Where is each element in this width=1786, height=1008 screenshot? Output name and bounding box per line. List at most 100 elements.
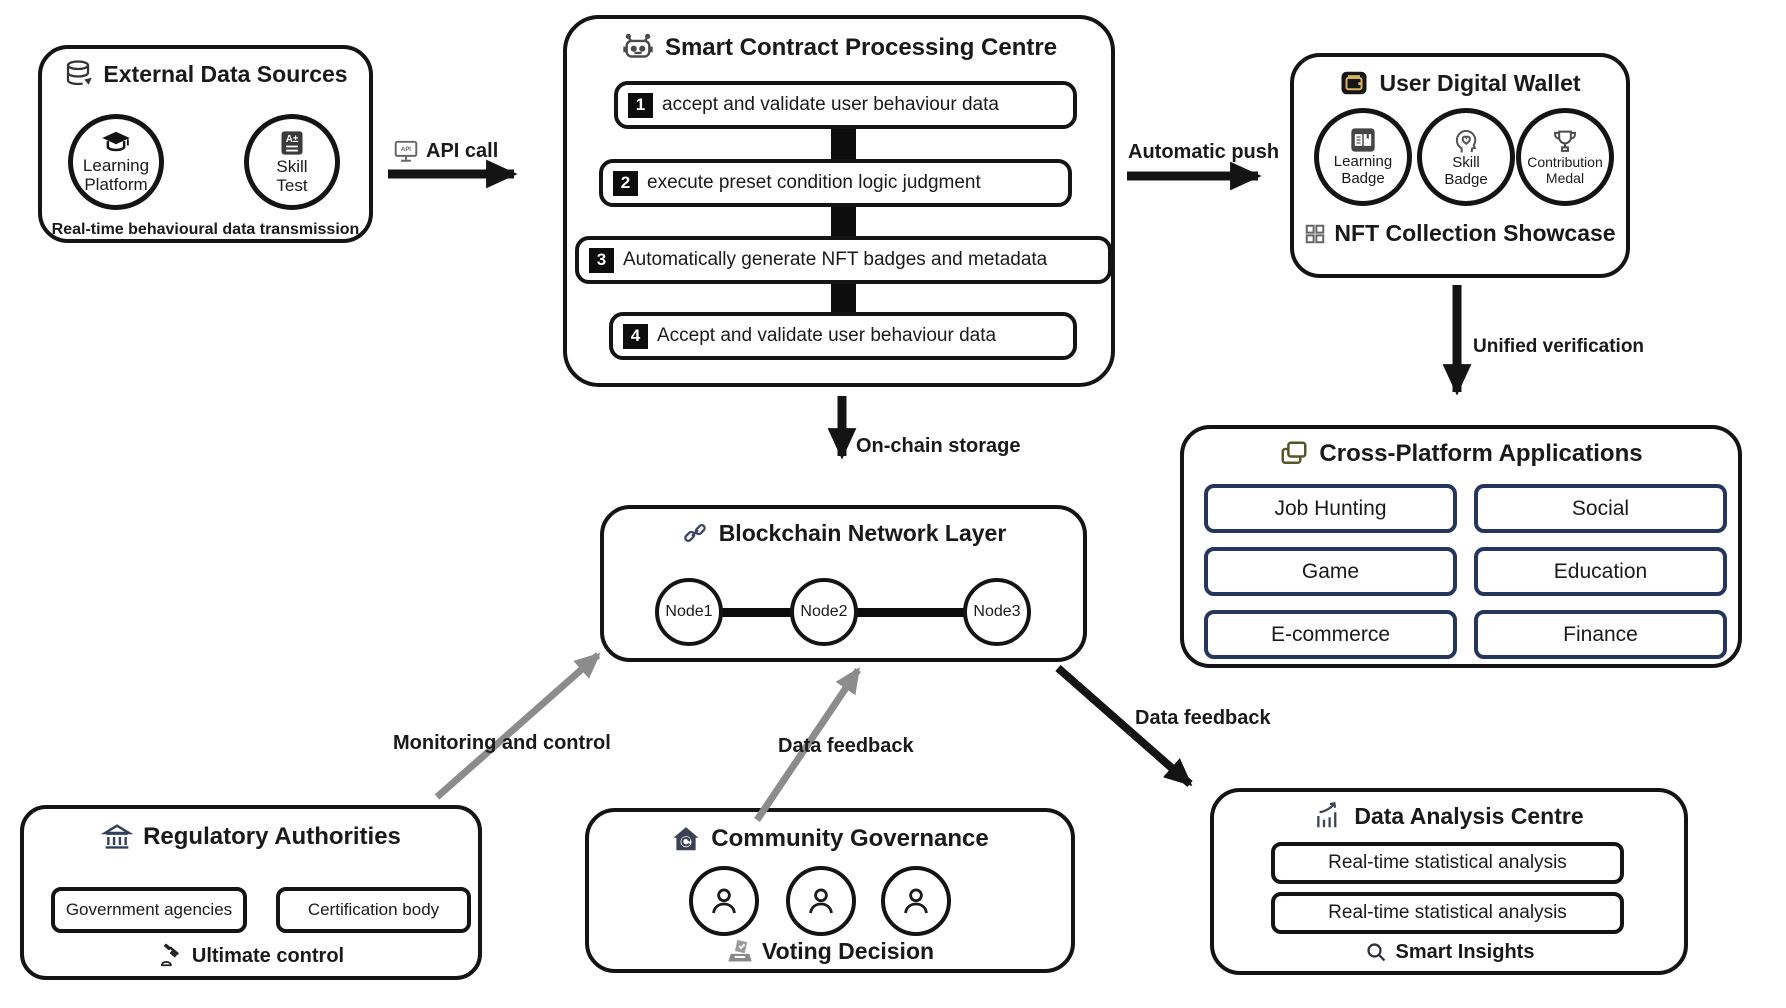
skill-badge-label-2: Badge bbox=[1444, 171, 1488, 188]
community-governance-box: Community Governance Voting Decision bbox=[585, 808, 1075, 973]
skill-test-label-2: Test bbox=[276, 176, 308, 195]
analysis-item-2: Real-time statistical analysis bbox=[1271, 892, 1624, 934]
nft-collection-caption: NFT Collection Showcase bbox=[1294, 220, 1626, 247]
external-caption: Real-time behavioural data transmission bbox=[51, 221, 360, 238]
exam-sheet-icon: A± bbox=[278, 129, 306, 157]
step-connector bbox=[831, 205, 856, 240]
voting-decision-caption: Voting Decision bbox=[589, 937, 1071, 965]
house-icon bbox=[671, 824, 701, 854]
step-3-number: 3 bbox=[589, 247, 614, 273]
data-analysis-title: Data Analysis Centre bbox=[1354, 802, 1584, 829]
skill-badge-label-1: Skill bbox=[1452, 154, 1480, 172]
learning-platform-label-2: Platform bbox=[84, 175, 148, 194]
node-connector bbox=[854, 608, 967, 617]
analysis-item-1: Real-time statistical analysis bbox=[1271, 842, 1624, 884]
blockchain-box: Blockchain Network Layer Node1 Node2 Nod… bbox=[600, 505, 1087, 662]
monitoring-and-control-label: Monitoring and control bbox=[393, 732, 611, 754]
cross-platform-title: Cross-Platform Applications bbox=[1319, 440, 1643, 467]
database-icon bbox=[63, 59, 93, 89]
learning-badge-node: Learning Badge bbox=[1314, 108, 1412, 206]
node-connector bbox=[719, 608, 794, 617]
government-agencies-node: Government agencies bbox=[51, 887, 247, 933]
smart-contract-box: Smart Contract Processing Centre 1 accep… bbox=[563, 15, 1115, 387]
data-feedback-gray-label: Data feedback bbox=[778, 735, 914, 757]
step-connector bbox=[831, 127, 856, 163]
monitoring-and-control-arrow bbox=[434, 652, 601, 800]
member-node-3 bbox=[881, 866, 951, 936]
app-education: Education bbox=[1474, 547, 1727, 596]
person-icon bbox=[706, 883, 742, 919]
skill-badge-node: Skill Badge bbox=[1417, 108, 1515, 206]
blockchain-title: Blockchain Network Layer bbox=[718, 519, 1007, 546]
robot-icon bbox=[621, 31, 655, 65]
certification-body-node: Certification body bbox=[276, 887, 471, 933]
chain-link-icon bbox=[681, 519, 709, 547]
app-social: Social bbox=[1474, 484, 1727, 533]
step-1-number: 1 bbox=[628, 92, 653, 118]
member-node-2 bbox=[786, 866, 856, 936]
step-connector bbox=[831, 282, 856, 316]
head-heart-icon bbox=[1451, 125, 1481, 155]
member-node-1 bbox=[689, 866, 759, 936]
svg-text:API: API bbox=[401, 147, 411, 153]
regulatory-title: Regulatory Authorities bbox=[143, 823, 401, 850]
wallet-title: User Digital Wallet bbox=[1379, 69, 1581, 96]
step-4: 4 Accept and validate user behaviour dat… bbox=[609, 312, 1077, 360]
step-3-text: Automatically generate NFT badges and me… bbox=[623, 249, 1048, 270]
book-icon bbox=[1349, 126, 1377, 154]
governance-title: Community Governance bbox=[711, 825, 989, 852]
external-data-sources-title: External Data Sources bbox=[103, 60, 348, 87]
step-2-text: execute preset condition logic judgment bbox=[647, 172, 981, 193]
blockchain-node-1: Node1 bbox=[655, 578, 723, 646]
step-3: 3 Automatically generate NFT badges and … bbox=[575, 236, 1112, 284]
monitor-icon: API bbox=[393, 138, 419, 164]
learning-platform-label-1: Learning bbox=[82, 155, 150, 175]
api-call-label: API API call bbox=[393, 138, 498, 164]
graduation-cap-icon bbox=[101, 130, 131, 156]
ballot-box-icon bbox=[726, 937, 754, 965]
automatic-push-label: Automatic push bbox=[1128, 141, 1280, 163]
skill-test-node: A± Skill Test bbox=[244, 114, 340, 210]
step-1-text: accept and validate user behaviour data bbox=[662, 94, 999, 115]
grid-icon bbox=[1304, 223, 1326, 245]
wallet-icon bbox=[1339, 68, 1369, 98]
person-icon bbox=[898, 883, 934, 919]
learning-badge-label-1: Learning bbox=[1333, 153, 1393, 171]
step-2: 2 execute preset condition logic judgmen… bbox=[599, 159, 1072, 207]
step-4-number: 4 bbox=[623, 323, 648, 349]
contribution-medal-label-2: Medal bbox=[1545, 170, 1585, 186]
step-1: 1 accept and validate user behaviour dat… bbox=[614, 81, 1077, 129]
app-job-hunting: Job Hunting bbox=[1204, 484, 1457, 533]
app-game: Game bbox=[1204, 547, 1457, 596]
step-4-text: Accept and validate user behaviour data bbox=[657, 325, 997, 346]
user-digital-wallet-box: User Digital Wallet Learning Badge Skill… bbox=[1290, 53, 1630, 278]
learning-badge-label-2: Badge bbox=[1341, 170, 1385, 187]
svg-text:A±: A± bbox=[286, 134, 299, 145]
contribution-medal-node: Contribution Medal bbox=[1516, 108, 1614, 206]
data-feedback-black-label: Data feedback bbox=[1135, 707, 1271, 729]
unified-verification-label: Unified verification bbox=[1473, 336, 1645, 357]
smart-contract-title: Smart Contract Processing Centre bbox=[664, 34, 1058, 61]
app-e-commerce: E-commerce bbox=[1204, 610, 1457, 659]
learning-platform-node: Learning Platform bbox=[68, 114, 164, 210]
layers-icon bbox=[1279, 439, 1309, 469]
person-icon bbox=[803, 883, 839, 919]
skill-test-label-1: Skill bbox=[276, 156, 308, 176]
blockchain-node-3: Node3 bbox=[963, 578, 1031, 646]
blockchain-node-2: Node2 bbox=[790, 578, 858, 646]
app-finance: Finance bbox=[1474, 610, 1727, 659]
smart-insights-caption: Smart Insights bbox=[1214, 940, 1684, 964]
trophy-icon bbox=[1551, 127, 1579, 155]
contribution-medal-label-1: Contribution bbox=[1527, 154, 1603, 171]
on-chain-storage-label: On-chain storage bbox=[856, 435, 1021, 457]
chart-icon bbox=[1314, 801, 1344, 831]
regulatory-box: Regulatory Authorities Government agenci… bbox=[20, 805, 482, 980]
ultimate-control-caption: Ultimate control bbox=[24, 943, 478, 969]
gavel-icon bbox=[158, 943, 184, 969]
magnifier-icon bbox=[1364, 940, 1388, 964]
external-data-sources-box: External Data Sources Learning Platform … bbox=[38, 45, 373, 243]
bank-icon bbox=[101, 821, 134, 853]
cross-platform-box: Cross-Platform Applications Job Hunting … bbox=[1180, 425, 1742, 668]
step-2-number: 2 bbox=[613, 170, 638, 196]
